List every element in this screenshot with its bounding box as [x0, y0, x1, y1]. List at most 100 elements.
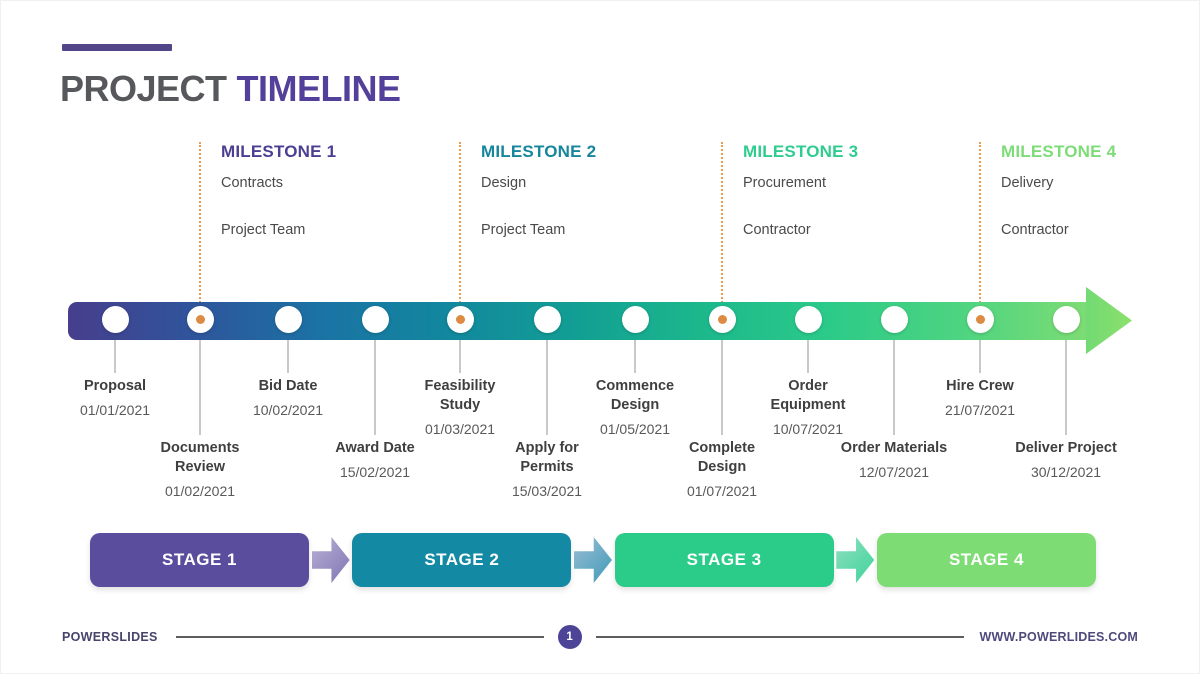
event-date: 15/03/2021: [511, 483, 583, 499]
milestone-category: Procurement: [743, 175, 827, 191]
event-connector-line: [546, 340, 548, 435]
event-name: Proposal: [83, 378, 147, 394]
footer-divider-left: [175, 636, 544, 638]
event-connector-line: [199, 340, 201, 435]
timeline-node: [880, 306, 908, 333]
title-accent-line: [62, 44, 172, 51]
event-name: Order Equipment: [770, 378, 846, 413]
milestone-marker-dot: [975, 315, 985, 324]
page-title-part2: TIMELINE: [236, 68, 402, 109]
milestone-title: MILESTONE 3: [743, 142, 859, 161]
milestone-text: MILESTONE 3 Procurement Contractor: [743, 142, 963, 238]
timeline-event: Proposal 01/01/2021: [60, 340, 170, 418]
event-connector-line: [634, 340, 636, 373]
event-date: 30/12/2021: [1030, 464, 1102, 480]
timeline-event: Bid Date 10/02/2021: [233, 340, 343, 418]
event-connector-line: [287, 340, 289, 373]
milestone-title: MILESTONE 2: [481, 142, 597, 161]
event-date: 01/02/2021: [164, 483, 236, 499]
timeline-node: [794, 306, 822, 333]
event-name: Award Date: [335, 440, 415, 456]
milestone-owner: Project Team: [481, 222, 566, 238]
event-connector-line: [114, 340, 116, 373]
milestone-dotted-line: [199, 142, 201, 318]
milestone-marker-dot: [717, 315, 727, 324]
stage-box: STAGE 2: [352, 533, 572, 587]
milestone-marker-dot: [195, 315, 205, 324]
timeline-event: Deliver Project 30/12/2021: [1011, 340, 1121, 480]
timeline-node: [533, 306, 561, 333]
timeline-event: Commence Design 01/05/2021: [580, 340, 690, 437]
page-title-part1: PROJECT: [60, 68, 227, 109]
event-date: 01/07/2021: [686, 483, 758, 499]
event-date: 15/02/2021: [339, 464, 411, 480]
footer-divider-right: [595, 636, 964, 638]
event-connector-line: [1065, 340, 1067, 435]
timeline-event: Documents Review 01/02/2021: [145, 340, 255, 499]
event-date: 01/03/2021: [424, 421, 496, 437]
event-connector-line: [893, 340, 895, 435]
event-name: Deliver Project: [1015, 440, 1117, 456]
event-date: 01/05/2021: [599, 421, 671, 437]
event-connector-line: [721, 340, 723, 435]
stage-box: STAGE 4: [876, 533, 1096, 587]
milestone-title: MILESTONE 4: [1001, 142, 1117, 161]
event-name: Commence Design: [595, 378, 675, 413]
event-name: Bid Date: [258, 378, 318, 394]
timeline-event: Hire Crew 21/07/2021: [925, 340, 1035, 418]
timeline-node: [966, 306, 994, 333]
milestone-category: Design: [481, 175, 527, 191]
milestone-dotted-line: [721, 142, 723, 318]
event-connector-line: [459, 340, 461, 373]
brand-label: POWERSLIDES: [62, 630, 158, 644]
event-name: Documents Review: [160, 440, 240, 475]
timeline-node: [361, 306, 389, 333]
event-name: Order Materials: [840, 440, 948, 456]
timeline-event: Feasibility Study 01/03/2021: [405, 340, 515, 437]
footer: POWERSLIDES 1 WWW.POWERLIDES.COM: [62, 624, 1138, 650]
timeline-event: Order Materials 12/07/2021: [839, 340, 949, 480]
stage-arrow-icon: [836, 537, 875, 583]
milestone-category: Contracts: [221, 175, 284, 191]
event-name: Feasibility Study: [424, 378, 496, 413]
event-date: 10/07/2021: [772, 421, 844, 437]
milestone-owner: Project Team: [221, 222, 306, 238]
milestone-text: MILESTONE 1 Contracts Project Team: [221, 142, 441, 238]
timeline-bar: [68, 302, 1090, 340]
milestone-text: MILESTONE 2 Design Project Team: [481, 142, 701, 238]
milestone-owner: Contractor: [1001, 222, 1069, 238]
timeline-node: [186, 306, 214, 333]
event-date: 21/07/2021: [944, 402, 1016, 418]
event-date: 01/01/2021: [79, 402, 151, 418]
milestone-dotted-line: [459, 142, 461, 318]
milestone-title: MILESTONE 1: [221, 142, 337, 161]
stage-box: STAGE 3: [614, 533, 834, 587]
event-connector-line: [374, 340, 376, 435]
website-url: WWW.POWERLIDES.COM: [979, 630, 1138, 644]
event-connector-line: [979, 340, 981, 373]
event-name: Apply for Permits: [515, 440, 579, 475]
milestone-owner: Contractor: [743, 222, 811, 238]
milestone-text: MILESTONE 4 Delivery Contractor: [1001, 142, 1200, 238]
milestone-marker-dot: [455, 315, 465, 324]
stage-arrow-icon: [311, 537, 350, 583]
timeline-node: [274, 306, 302, 333]
event-date: 12/07/2021: [858, 464, 930, 480]
timeline-event: Order Equipment 10/07/2021: [753, 340, 863, 437]
event-date: 10/02/2021: [252, 402, 324, 418]
event-name: Hire Crew: [946, 378, 1014, 394]
timeline-node: [446, 306, 474, 333]
timeline-node: [1052, 306, 1080, 333]
timeline-event: Apply for Permits 15/03/2021: [492, 340, 602, 499]
timeline-node: [621, 306, 649, 333]
page-number-badge: 1: [557, 625, 582, 649]
milestone-dotted-line: [979, 142, 981, 318]
timeline-node: [101, 306, 129, 333]
event-name: Complete Design: [688, 440, 756, 475]
stage-arrow-icon: [573, 537, 612, 583]
milestone-category: Delivery: [1001, 175, 1054, 191]
stage-box: STAGE 1: [90, 533, 309, 587]
timeline-event: Complete Design 01/07/2021: [667, 340, 777, 499]
